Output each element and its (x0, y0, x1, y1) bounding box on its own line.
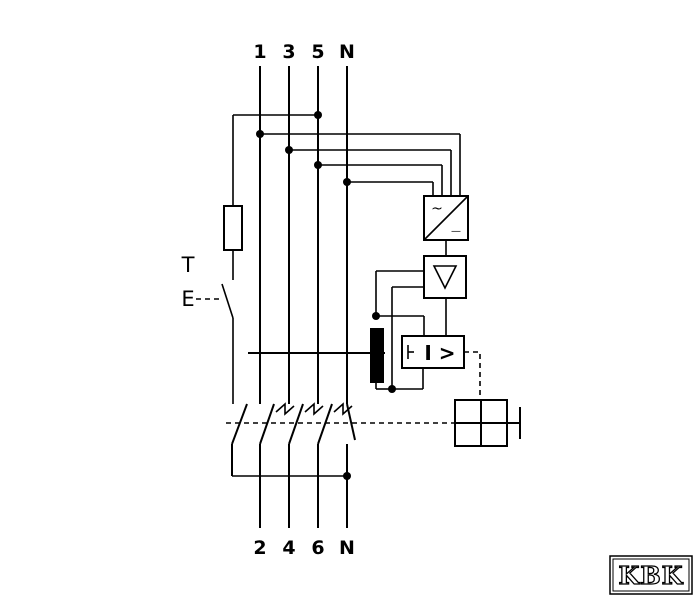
junction-dot (372, 312, 380, 320)
junction-dot (314, 161, 322, 169)
terminal-label-bottom-n: N (339, 537, 355, 559)
junction-dot (285, 146, 293, 154)
junction-dot (388, 385, 396, 393)
resistor-icon (223, 205, 243, 251)
brand-logo-text: KBK (618, 561, 683, 590)
test-button-contact-icon (221, 283, 234, 319)
test-button-label-e: E (181, 287, 194, 311)
converter-ac-symbol: ~ (431, 201, 443, 217)
terminal-label-top-5: 5 (311, 41, 324, 63)
switch-contact-icon-pole-1 (231, 403, 248, 476)
test-button-symbol[interactable]: T E (181, 253, 222, 311)
junction-dot (343, 472, 351, 480)
junction-dot (314, 111, 322, 119)
junction-dot (343, 178, 351, 186)
switch-contact-icon-pole-5 (288, 402, 324, 445)
relay-to-latch-link (464, 351, 481, 400)
amplifier-triangle-icon (423, 255, 467, 299)
trip-relay-label: I > (424, 341, 455, 365)
terminal-label-bottom-4: 4 (282, 537, 295, 559)
brand-logo: KBK (609, 555, 693, 595)
terminal-label-top-3: 3 (282, 41, 295, 63)
terminal-label-bottom-6: 6 (311, 537, 324, 559)
current-transformer-icon (370, 328, 384, 383)
terminal-label-top-1: 1 (253, 41, 266, 63)
terminal-label-bottom-2: 2 (253, 537, 266, 559)
converter-dc-symbol: — (451, 226, 461, 237)
switch-contact-icon-pole-3 (259, 402, 295, 445)
neutral-contact (346, 403, 356, 441)
junction-dot (256, 130, 264, 138)
test-button-label-t: T (181, 253, 195, 277)
terminal-label-top-n: N (339, 41, 355, 63)
trip-relay-icon: I > (401, 335, 465, 369)
ac-dc-converter-icon: ~ — (423, 195, 469, 241)
switch-contact-icon-pole-n (317, 402, 353, 445)
mechanical-latch-icon[interactable] (454, 399, 521, 447)
